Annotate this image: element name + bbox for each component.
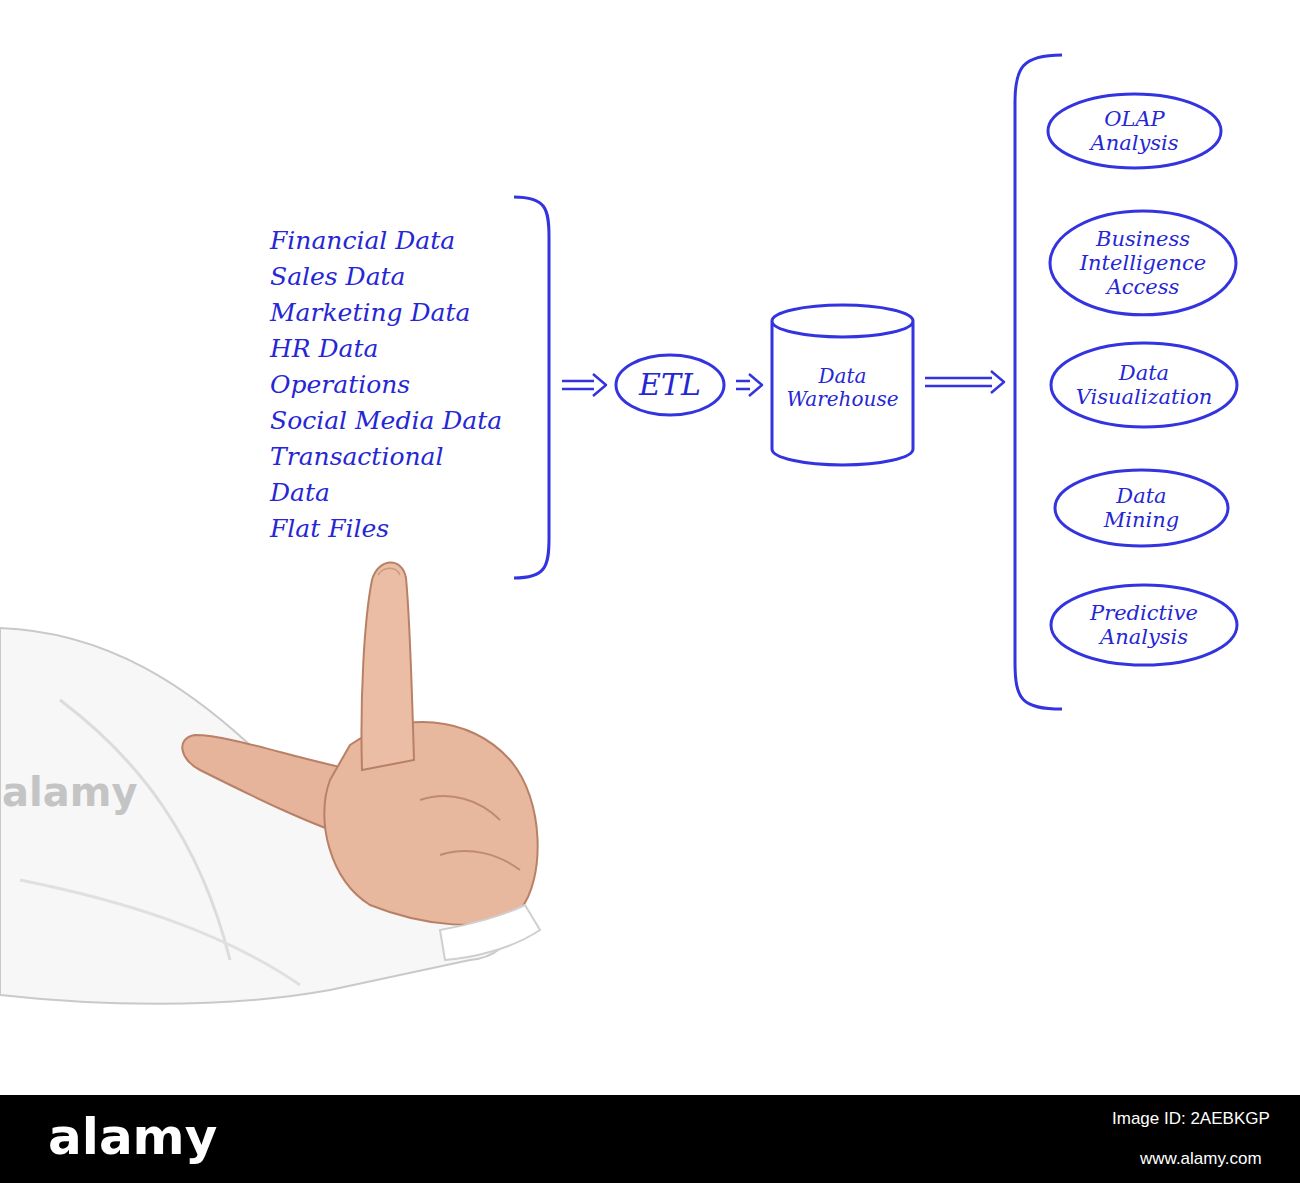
oval-outline [1055,470,1228,546]
knuckle [440,851,520,870]
oval-outline [1051,585,1237,665]
text-block: Financial DataSales DataMarketing DataHR… [270,223,502,547]
cylinder-outline [772,305,913,465]
node-label: ETL [630,368,710,403]
cuff [440,905,540,960]
double-arrow [562,374,606,396]
oval-outline [1050,211,1236,315]
index-finger [361,562,414,770]
source-item: Social Media Data [270,403,502,439]
knuckle [420,796,500,820]
source-item: Sales Data [270,259,502,295]
bracket-group: OLAP AnalysisBusiness Intelligence Acces… [1012,52,1297,712]
source-item: Financial Data [270,223,502,259]
arrow-stroke [925,371,1004,393]
site-url: www.alamy.com [1140,1150,1262,1169]
text-block: Predictive Analysis [1074,601,1214,649]
text-block: OLAP Analysis [1070,107,1200,155]
arrow-stroke [562,374,606,396]
bracket [514,197,549,578]
text-block: Data Visualization [1074,361,1214,409]
node-label: Data Mining [1077,484,1207,532]
oval-outline [1051,343,1237,427]
node-label: Data Warehouse [785,365,900,411]
text-block: Business Intelligence Access [1073,227,1213,299]
oval-node: Predictive Analysis [1049,583,1239,667]
watermark-logo: alamy [48,1110,217,1165]
oval-node: OLAP Analysis [1046,92,1223,170]
node-label: Data Visualization [1074,361,1214,409]
text-block: ETL [630,368,710,403]
double-arrow [736,374,762,396]
oval-node: Business Intelligence Access [1048,209,1238,317]
image-id: Image ID: 2AEBKGP [1112,1110,1270,1129]
database-cylinder: Data Warehouse [770,305,915,465]
bracket-group: Financial DataSales DataMarketing DataHR… [262,195,552,580]
oval-node: ETL [614,353,726,417]
text-block: Data Warehouse [785,365,900,411]
node-label: Business Intelligence Access [1073,227,1213,299]
arrow-stroke [736,374,762,396]
fist [324,722,537,925]
fingernail [378,568,400,575]
oval-outline [616,355,724,415]
oval-node: Data Mining [1053,468,1230,548]
node-label: Predictive Analysis [1074,601,1214,649]
double-arrow [925,371,1004,393]
source-item: Flat Files [270,511,502,547]
watermark: alamy [2,770,137,814]
source-item: HR Data [270,331,502,367]
source-item: Transactional Data [270,439,455,511]
sleeve-fold [20,880,300,985]
node-label: OLAP Analysis [1070,107,1200,155]
text-block: Data Mining [1077,484,1207,532]
source-item: Operations [270,367,502,403]
oval-outline [1048,94,1221,168]
source-item: Marketing Data [270,295,502,331]
oval-node: Data Visualization [1049,341,1239,429]
